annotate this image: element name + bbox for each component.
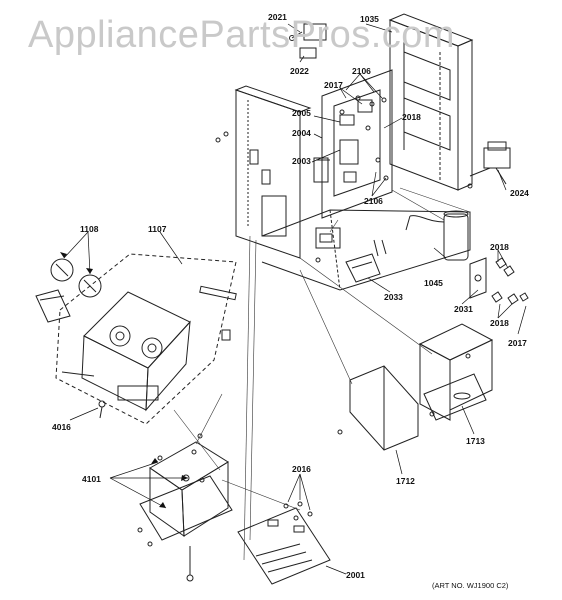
board-bracket bbox=[313, 69, 393, 219]
label-2017-top: 2017 bbox=[324, 80, 343, 90]
label-2106-top: 2106 bbox=[352, 66, 371, 76]
label-2033: 2033 bbox=[384, 292, 403, 302]
label-1035: 1035 bbox=[360, 14, 379, 24]
bottom-chassis bbox=[137, 433, 233, 582]
label-2024: 2024 bbox=[510, 188, 529, 198]
label-2018-right: 2018 bbox=[490, 242, 509, 252]
control-box bbox=[418, 323, 494, 421]
label-4101: 4101 bbox=[82, 474, 101, 484]
main-board bbox=[237, 501, 331, 585]
fan-assembly bbox=[55, 253, 237, 425]
label-2003: 2003 bbox=[292, 156, 311, 166]
connector-bracket bbox=[469, 257, 529, 305]
callout-arrowheads bbox=[60, 252, 188, 508]
label-1712: 1712 bbox=[396, 476, 415, 486]
label-2017-lower: 2017 bbox=[508, 338, 527, 348]
watermark-text: AppliancePartsPros.com bbox=[28, 14, 456, 56]
label-2022: 2022 bbox=[290, 66, 309, 76]
label-1108: 1108 bbox=[80, 224, 99, 234]
callout-leaders bbox=[63, 23, 527, 575]
label-2016: 2016 bbox=[292, 464, 311, 474]
label-2018-lower: 2018 bbox=[490, 318, 509, 328]
label-2106-mid: 2106 bbox=[364, 196, 383, 206]
label-2021: 2021 bbox=[268, 12, 287, 22]
label-1713: 1713 bbox=[466, 436, 485, 446]
cover-1712 bbox=[337, 365, 419, 451]
label-4016: 4016 bbox=[52, 422, 71, 432]
transformer bbox=[467, 141, 511, 189]
label-2004: 2004 bbox=[292, 128, 311, 138]
label-1045: 1045 bbox=[424, 278, 443, 288]
art-number: (ART NO. WJ1900 C2) bbox=[432, 581, 509, 590]
lamps bbox=[50, 258, 102, 298]
assembly-lines bbox=[173, 187, 471, 561]
bracket-screws bbox=[215, 95, 389, 181]
label-2018-top: 2018 bbox=[402, 112, 421, 122]
label-1107: 1107 bbox=[148, 224, 167, 234]
relay bbox=[345, 239, 387, 283]
upper-housing bbox=[388, 13, 474, 191]
label-2031: 2031 bbox=[454, 304, 473, 314]
capacitor bbox=[405, 210, 469, 261]
label-2001: 2001 bbox=[346, 570, 365, 580]
label-2005: 2005 bbox=[292, 108, 311, 118]
